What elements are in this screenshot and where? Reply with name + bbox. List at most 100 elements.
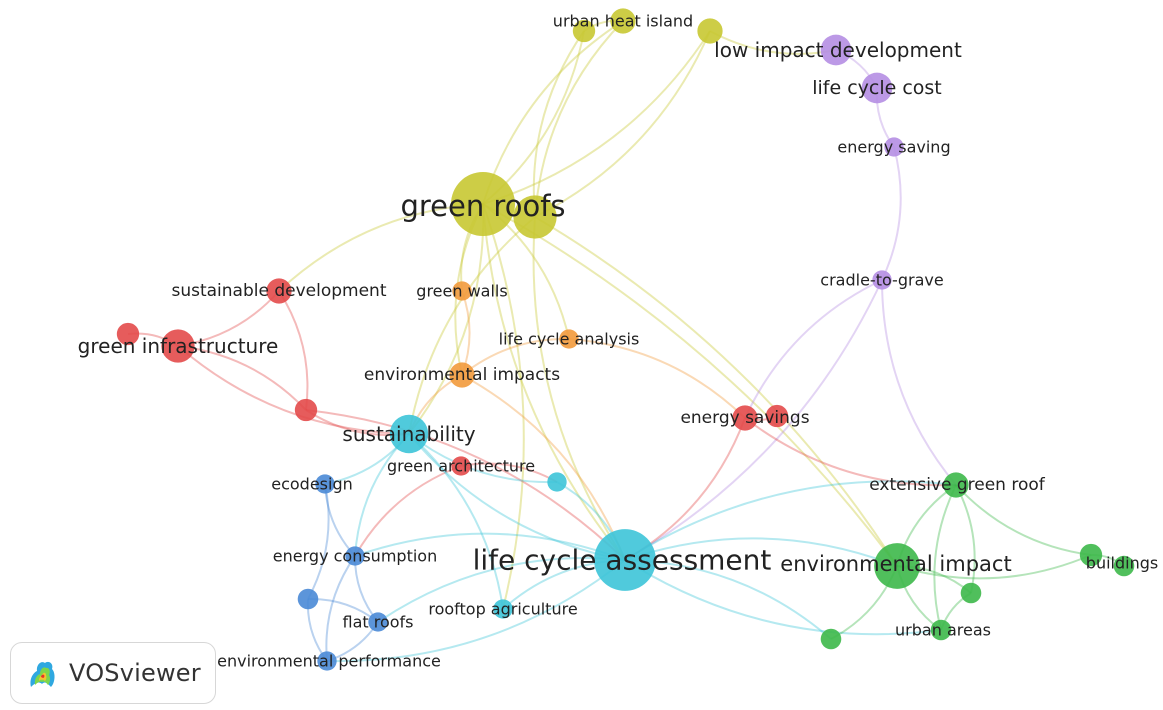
- node-green_b[interactable]: [1113, 555, 1135, 577]
- node-life_cycle_analysis[interactable]: [559, 329, 579, 349]
- node-sustainable_development[interactable]: [266, 278, 292, 304]
- node-energy_consumption[interactable]: [345, 546, 365, 566]
- link-green_roofs-environmental_impact: [482, 203, 898, 567]
- link-environmental_impacts-life_cycle_assessment: [461, 374, 626, 561]
- label-green_infrastructure[interactable]: green infrastructure: [78, 334, 279, 358]
- node-green_architecture[interactable]: [451, 456, 471, 476]
- node-energy_saving[interactable]: [884, 137, 904, 157]
- node-red_c[interactable]: [765, 404, 789, 428]
- link-green_roofs-yellow_b: [482, 30, 711, 205]
- vosviewer-logo-icon: [30, 661, 55, 687]
- label-buildings[interactable]: buildings: [1086, 554, 1158, 573]
- node-blue_a[interactable]: [297, 588, 319, 610]
- node-red_a[interactable]: [116, 322, 140, 346]
- vosviewer-logo-text: VOSviewer: [69, 659, 201, 687]
- link-extensive_green_roof-buildings: [955, 484, 1092, 556]
- label-low_impact_development[interactable]: low impact development: [714, 38, 962, 62]
- node-yellow_a[interactable]: [572, 19, 596, 43]
- link-ecodesign-blue_a: [307, 483, 330, 600]
- node-green_c[interactable]: [820, 628, 842, 650]
- link-green_roofs-life_cycle_assessment: [482, 203, 626, 561]
- node-green_infrastructure[interactable]: [161, 329, 195, 363]
- node-green_roofs[interactable]: [451, 172, 515, 236]
- link-green_infrastructure-red_b: [177, 345, 307, 411]
- label-green_roofs[interactable]: green roofs: [400, 189, 565, 223]
- label-ecodesign[interactable]: ecodesign: [271, 475, 353, 494]
- node-sustainability[interactable]: [389, 414, 429, 454]
- node-urban_heat_island[interactable]: [610, 8, 636, 34]
- node-yellow_b[interactable]: [697, 18, 723, 44]
- label-energy_saving[interactable]: energy saving: [837, 138, 950, 157]
- label-life_cycle_cost[interactable]: life cycle cost: [812, 77, 942, 99]
- node-cradle_to_grave[interactable]: [872, 270, 892, 290]
- link-yellow_c-urban_heat_island: [534, 20, 624, 218]
- link-life_cycle_analysis-energy_savings: [568, 338, 746, 419]
- node-low_impact_development[interactable]: [820, 34, 852, 66]
- node-buildings[interactable]: [1079, 543, 1103, 567]
- link-cradle_to_grave-life_cycle_assessment: [624, 279, 883, 561]
- node-rooftop_agriculture[interactable]: [493, 599, 513, 619]
- label-energy_savings[interactable]: energy savings: [680, 408, 809, 428]
- link-green_architecture-energy_consumption: [354, 465, 462, 557]
- label-life_cycle_assessment[interactable]: life cycle assessment: [473, 544, 772, 577]
- label-flat_roofs[interactable]: flat roofs: [342, 613, 413, 632]
- link-sustainability-energy_consumption: [354, 433, 410, 557]
- label-rooftop_agriculture[interactable]: rooftop agriculture: [428, 600, 577, 619]
- node-flat_roofs[interactable]: [368, 612, 388, 632]
- label-life_cycle_analysis[interactable]: life cycle analysis: [499, 330, 640, 349]
- link-green_infrastructure-sustainability: [177, 345, 410, 435]
- label-cradle_to_grave[interactable]: cradle-to-grave: [820, 271, 943, 290]
- link-sustainable_development-red_b: [278, 290, 309, 411]
- network-nodes: [116, 8, 1135, 671]
- link-cradle_to_grave-extensive_green_roof: [881, 279, 957, 486]
- link-green_walls-environmental_impacts: [461, 290, 471, 376]
- link-yellow_c-environmental_impact: [534, 216, 898, 567]
- link-cradle_to_grave-energy_savings: [744, 279, 883, 419]
- node-environmental_performance[interactable]: [317, 651, 337, 671]
- link-red_b-life_cycle_assessment: [305, 409, 626, 561]
- link-life_cycle_assessment-environmental_impact: [624, 537, 898, 567]
- link-yellow_c-life_cycle_assessment: [532, 216, 626, 561]
- node-life_cycle_cost[interactable]: [861, 72, 893, 104]
- node-ecodesign[interactable]: [315, 474, 335, 494]
- link-green_roofs-sustainability: [408, 203, 485, 435]
- link-green_roofs-rooftop_agriculture: [482, 203, 525, 610]
- link-green_roofs-urban_heat_island: [482, 20, 624, 205]
- node-energy_savings[interactable]: [732, 405, 758, 431]
- link-sustainability-life_cycle_assessment: [408, 433, 626, 561]
- link-yellow_c-yellow_b: [534, 30, 711, 218]
- label-green_architecture[interactable]: green architecture: [387, 457, 535, 476]
- label-energy_consumption[interactable]: energy consumption: [273, 547, 437, 566]
- link-sustainability-rooftop_agriculture: [408, 433, 504, 610]
- label-urban_areas[interactable]: urban areas: [895, 621, 991, 640]
- node-red_b[interactable]: [294, 398, 318, 422]
- label-environmental_impacts[interactable]: environmental impacts: [364, 365, 560, 385]
- link-extensive_green_roof-urban_areas: [933, 484, 957, 631]
- node-yellow_c[interactable]: [513, 195, 557, 239]
- link-environmental_impact-buildings: [896, 554, 1092, 580]
- label-green_walls[interactable]: green walls: [416, 282, 507, 301]
- node-life_cycle_assessment[interactable]: [594, 529, 656, 591]
- link-energy_savings-extensive_green_roof: [744, 417, 957, 487]
- node-green_a[interactable]: [960, 582, 982, 604]
- link-green_architecture-cyan_a: [460, 462, 558, 483]
- link-life_cycle_assessment-extensive_green_roof: [624, 480, 957, 561]
- node-green_walls[interactable]: [452, 281, 472, 301]
- node-extensive_green_roof[interactable]: [943, 472, 969, 498]
- node-urban_areas[interactable]: [930, 619, 952, 641]
- label-extensive_green_roof[interactable]: extensive green roof: [869, 475, 1046, 495]
- node-environmental_impact[interactable]: [874, 543, 920, 589]
- label-sustainable_development[interactable]: sustainable development: [171, 281, 386, 301]
- link-life_cycle_assessment-energy_consumption: [354, 532, 626, 561]
- label-urban_heat_island[interactable]: urban heat island: [553, 12, 693, 31]
- label-environmental_performance[interactable]: environmental performance: [217, 652, 441, 671]
- label-environmental_impact[interactable]: environmental impact: [780, 552, 1011, 576]
- node-cyan_a[interactable]: [547, 472, 567, 492]
- label-sustainability[interactable]: sustainability: [342, 422, 475, 446]
- link-energy_consumption-environmental_performance: [325, 555, 356, 662]
- node-environmental_impacts[interactable]: [449, 362, 475, 388]
- link-yellow_c-sustainability: [408, 216, 536, 435]
- link-life_cycle_assessment-environmental_performance: [326, 559, 626, 663]
- link-yellow_c-yellow_a: [532, 30, 585, 218]
